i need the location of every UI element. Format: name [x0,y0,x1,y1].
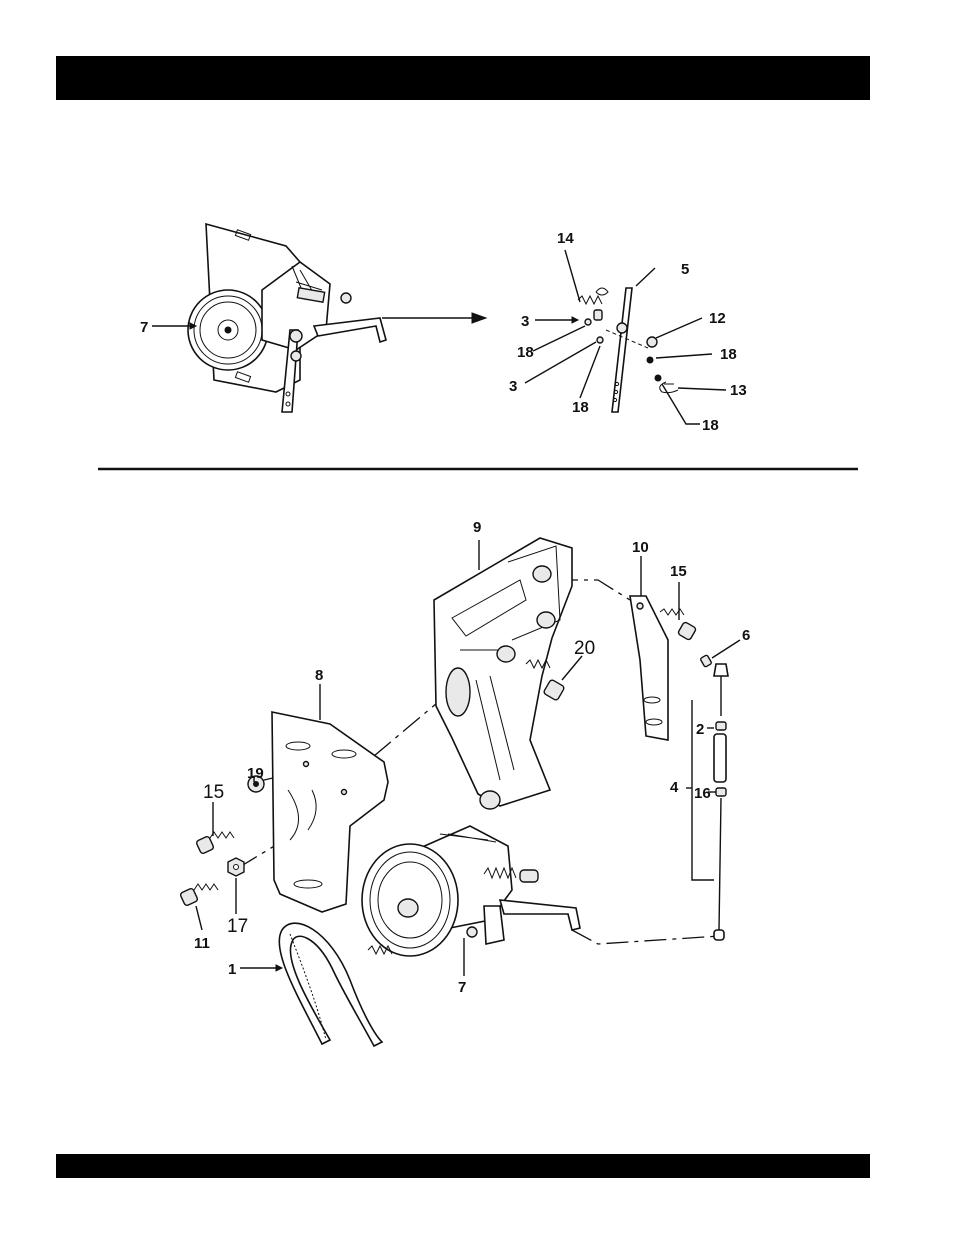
callout-19: 19 [247,765,264,782]
callout-2: 2 [696,721,704,738]
callout-8: 8 [315,667,323,684]
part-11-bolt [180,884,218,906]
part-1-belt [279,923,382,1046]
callout-3-b: 3 [509,378,517,395]
part-17-nut [228,858,244,876]
callout-7-upper: 7 [140,319,148,336]
footer-bar [56,1154,870,1178]
callout-14: 14 [557,230,574,247]
callout-16: 16 [694,785,711,802]
callout-20: 20 [574,638,595,659]
callout-13: 13 [730,382,747,399]
callout-9: 9 [473,519,481,536]
callout-15-upper: 15 [670,563,687,580]
callout-15-lower: 15 [203,782,224,803]
callout-18-d: 18 [702,417,719,434]
callout-7-lower: 7 [458,979,466,996]
part-10-bracket [630,596,668,740]
callout-17: 17 [227,916,248,937]
callout-18-b: 18 [572,399,589,416]
part-15-bolt-lower [196,832,234,854]
callout-1: 1 [228,961,236,978]
callout-3-a: 3 [521,313,529,330]
callout-18-c: 18 [720,346,737,363]
callout-6: 6 [742,627,750,644]
callout-11: 11 [194,935,210,952]
upper-exploded-linkage [578,288,678,412]
callout-12: 12 [709,310,726,327]
upper-assembly-illustration [188,224,386,412]
part-9-bracket [434,538,572,809]
callout-10: 10 [632,539,649,556]
callout-5: 5 [681,261,689,278]
callout-4: 4 [670,779,679,796]
part-7-governor-lower [362,826,580,956]
callout-18-a: 18 [517,344,534,361]
